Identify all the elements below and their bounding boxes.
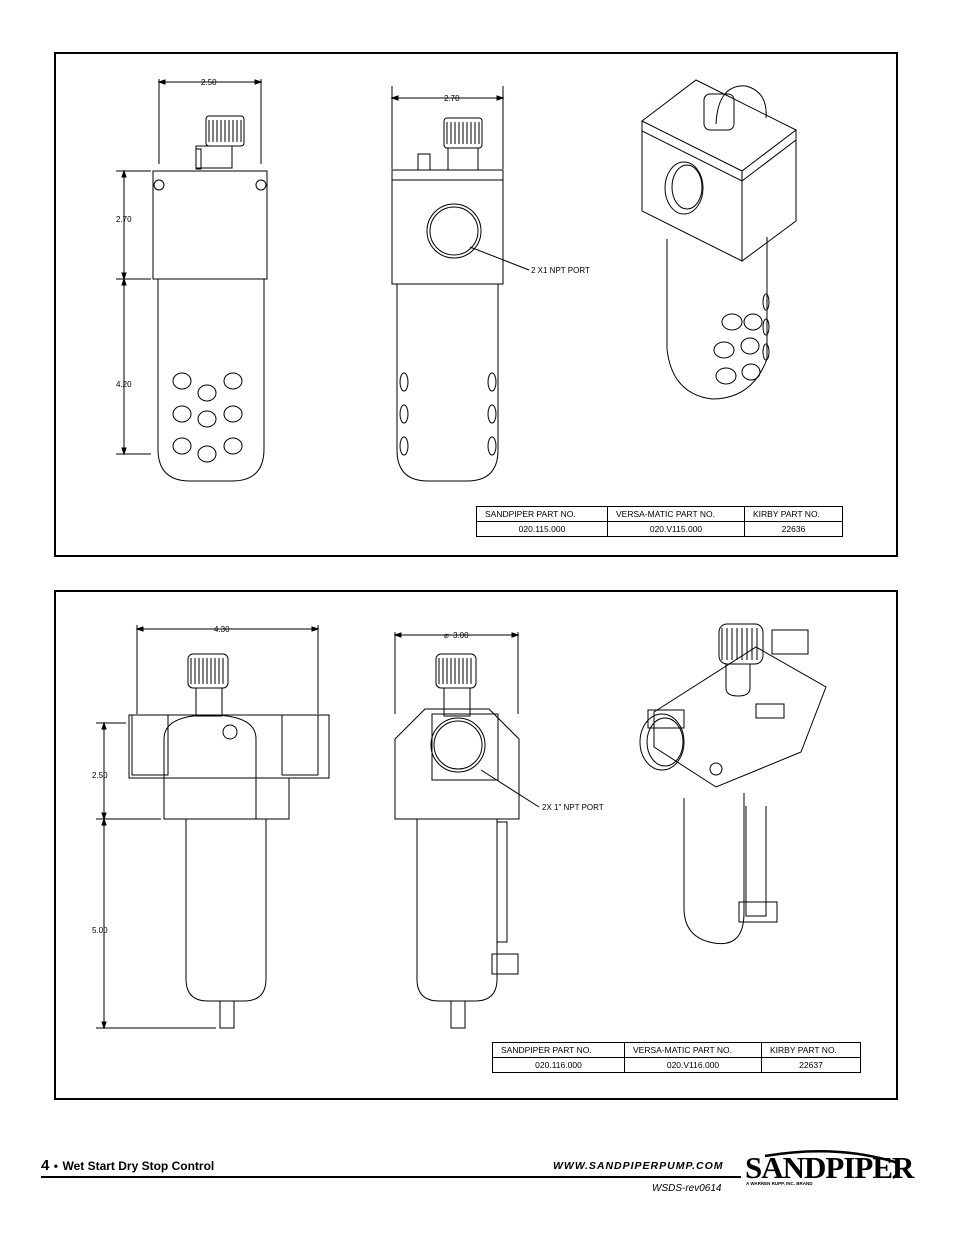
top-parts-table: SANDPIPER PART NO. VERSA-MATIC PART NO. …: [476, 506, 843, 537]
versamatic-part-no: 020.V115.000: [607, 521, 745, 537]
sandpiper-part-no: 020.116.000: [492, 1057, 625, 1073]
sandpiper-logo: SANDPIPER A WARREN RUPP, INC. BRAND: [745, 1148, 914, 1190]
bottom-dim-height-head: 2.50: [92, 771, 108, 780]
top-side-view: [390, 86, 530, 482]
parts-header: VERSA-MATIC PART NO.: [607, 506, 745, 522]
parts-header: KIRBY PART NO.: [744, 506, 843, 522]
parts-header: KIRBY PART NO.: [761, 1042, 861, 1058]
top-dim-height-bowl: 4.20: [116, 380, 132, 389]
bottom-iso-view: [639, 623, 827, 945]
top-dim-height-head: 2.70: [116, 215, 132, 224]
kirby-part-no: 22637: [761, 1057, 861, 1073]
parts-header: SANDPIPER PART NO.: [476, 506, 608, 522]
parts-header: SANDPIPER PART NO.: [492, 1042, 625, 1058]
bottom-dim-diameter: 3.00: [453, 631, 469, 640]
kirby-part-no: 22636: [744, 521, 843, 537]
bottom-front-view: [96, 625, 330, 1030]
bottom-port-callout: 2X 1" NPT PORT: [542, 803, 604, 812]
versamatic-part-no: 020.V116.000: [624, 1057, 762, 1073]
logo-swoosh-icon: [764, 1149, 900, 1179]
bottom-drawing: 4.30 ⌀ 3.00 2.50 5.00 2X 1" NPT PORT: [92, 623, 827, 1030]
footer-rule: [41, 1176, 741, 1178]
top-front-view: [116, 79, 268, 482]
footer-page-title: 4 • Wet Start Dry Stop Control: [41, 1157, 214, 1175]
bottom-dim-height-bowl: 5.00: [92, 926, 108, 935]
document-title: Wet Start Dry Stop Control: [62, 1159, 215, 1173]
footer-bullet: •: [53, 1159, 58, 1173]
revision-code: WSDS-rev0614: [652, 1183, 722, 1194]
top-drawing: 2.50 2.70 2.70 4.20 2 X1 NPT PORT: [116, 78, 797, 482]
website-link[interactable]: WWW.SANDPIPERPUMP.COM: [553, 1160, 724, 1172]
sandpiper-part-no: 020.115.000: [476, 521, 608, 537]
bottom-dim-width-front: 4.30: [214, 625, 230, 634]
bottom-parts-table: SANDPIPER PART NO. VERSA-MATIC PART NO. …: [492, 1042, 861, 1073]
top-drawing-panel: 2.50 2.70 2.70 4.20 2 X1 NPT PORT SANDPI…: [54, 52, 898, 557]
bottom-side-view: [393, 632, 540, 1029]
top-dim-width-front: 2.50: [201, 78, 217, 87]
top-dim-width-side: 2.70: [444, 94, 460, 103]
diameter-symbol: ⌀: [444, 631, 449, 640]
parts-header: VERSA-MATIC PART NO.: [624, 1042, 762, 1058]
logo-tagline: A WARREN RUPP, INC. BRAND: [746, 1181, 813, 1186]
top-port-callout: 2 X1 NPT PORT: [531, 266, 590, 275]
bottom-drawing-panel: 4.30 ⌀ 3.00 2.50 5.00 2X 1" NPT PORT SAN…: [54, 590, 898, 1100]
page-number: 4: [41, 1157, 50, 1174]
top-iso-view: [641, 79, 797, 400]
